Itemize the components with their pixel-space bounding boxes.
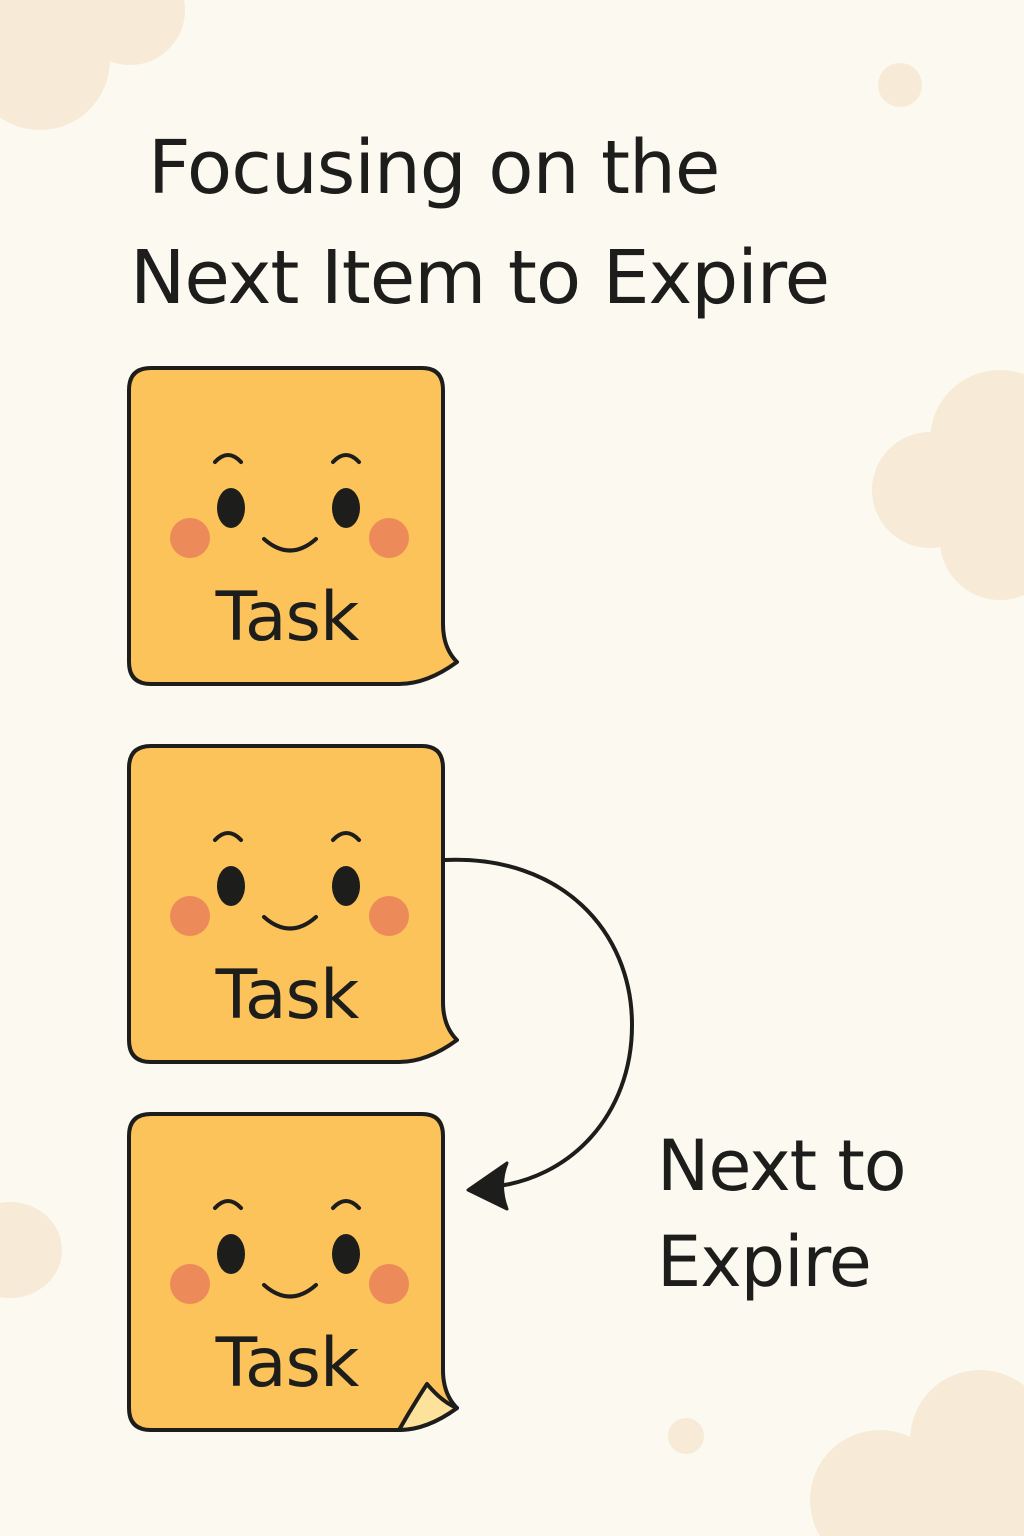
task-label: Task [215, 956, 360, 1035]
title-line-1: Focusing on the [148, 125, 720, 211]
task-note-3: Task [127, 1112, 459, 1436]
cloud-right [872, 370, 1024, 600]
smiley-face-icon [170, 453, 409, 558]
task-label: Task [215, 578, 360, 657]
callout-line-2: Expire [657, 1221, 872, 1303]
smiley-face-icon [170, 831, 409, 936]
cloud-top-left [0, 0, 185, 130]
title-line-2: Next Item to Expire [130, 235, 830, 321]
cloud-left [0, 1202, 62, 1298]
task-note-1: Task [127, 366, 459, 690]
task-label: Task [215, 1324, 360, 1403]
sticky-note-icon [127, 366, 459, 686]
smiley-face-icon [170, 1199, 409, 1304]
dot-bottom [668, 1418, 704, 1454]
next-to-expire-callout: Next to Expire [657, 1118, 907, 1310]
sticky-note-icon [127, 1112, 459, 1432]
curled-corner-icon [397, 1382, 459, 1432]
dot-top-right [878, 63, 922, 107]
task-note-2: Task [127, 744, 459, 1068]
sticky-note-icon [127, 744, 459, 1064]
callout-line-1: Next to [657, 1125, 907, 1207]
cloud-bottom-right [810, 1370, 1024, 1536]
